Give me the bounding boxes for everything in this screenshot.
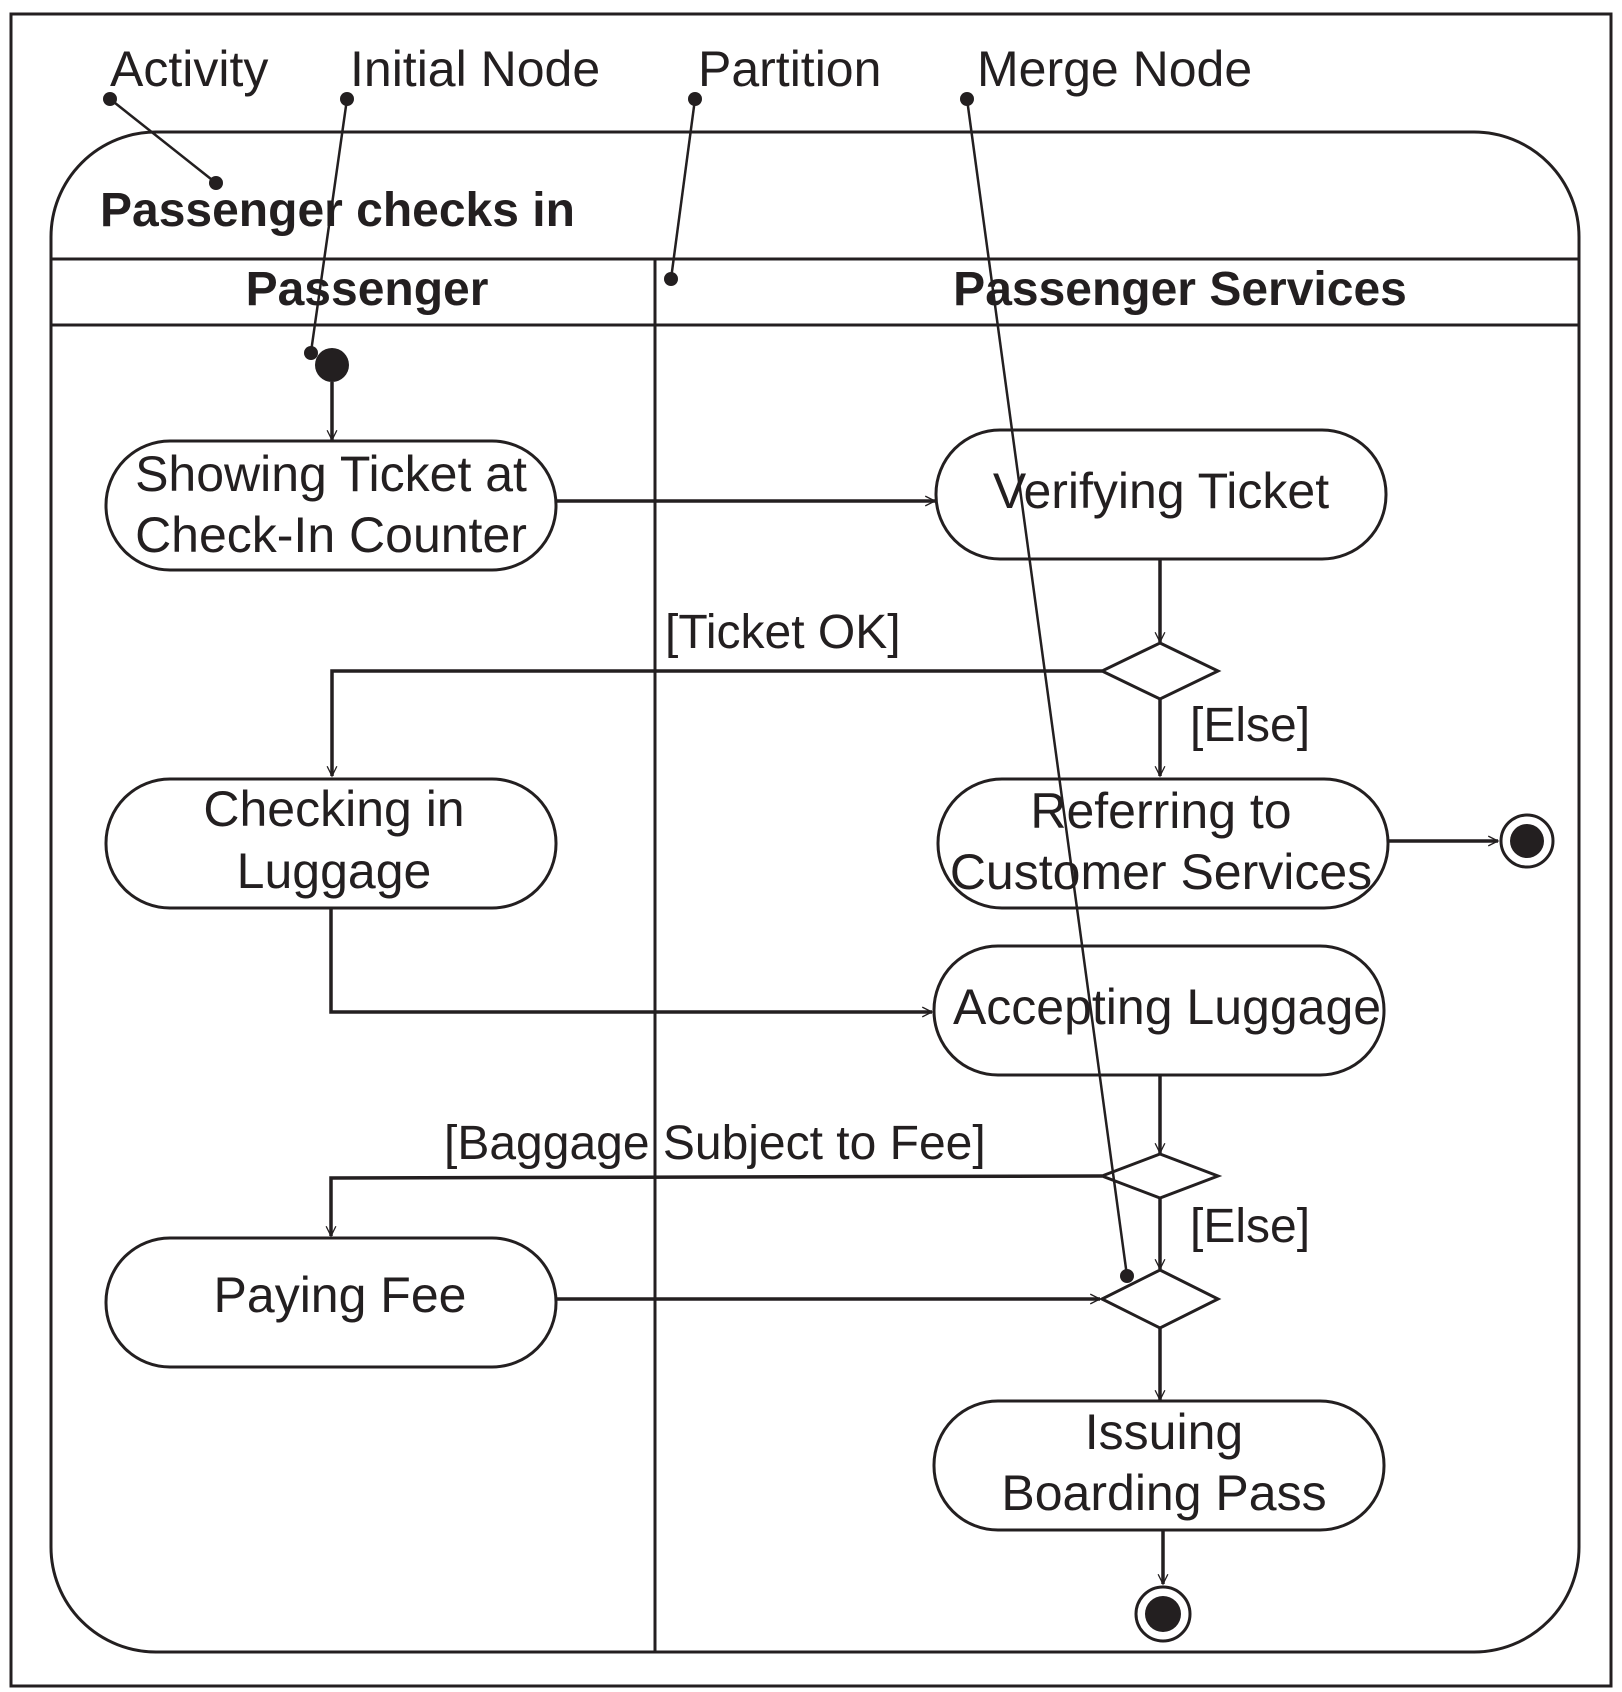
decision-node-ticket	[1098, 641, 1222, 701]
action-referring-line1: Referring to	[1030, 783, 1291, 839]
callout-merge-node: Merge Node	[977, 41, 1252, 97]
initial-node	[315, 348, 349, 382]
callout-initial-node: Initial Node	[350, 41, 600, 97]
action-verifying-ticket-label: Verifying Ticket	[993, 463, 1329, 519]
action-issuing-pass-line2: Boarding Pass	[1001, 1465, 1326, 1521]
pointer-initial-node	[304, 92, 354, 360]
outer-frame	[9, 12, 1613, 1688]
action-checking-luggage-line1: Checking in	[203, 781, 464, 837]
callout-partition: Partition	[698, 41, 881, 97]
merge-node	[1098, 1268, 1222, 1330]
guard-baggage-fee: [Baggage Subject to Fee]	[444, 1117, 986, 1170]
action-issuing-pass	[932, 1399, 1386, 1532]
lane-passenger: Passenger	[246, 263, 489, 316]
guard-else-1: [Else]	[1190, 699, 1310, 752]
activity-final-node	[1134, 1585, 1192, 1643]
flow-ticket-ok-to-checking	[326, 669, 1102, 778]
lane-passenger-services: Passenger Services	[953, 263, 1407, 316]
action-showing-ticket-line2: Check-In Counter	[135, 507, 527, 563]
activity-frame	[49, 130, 1581, 1654]
action-paying-fee	[104, 1236, 558, 1369]
activity-final-node-referring	[1499, 813, 1555, 869]
activity-title: Passenger checks in	[100, 184, 575, 237]
guard-else-2: [Else]	[1190, 1200, 1310, 1253]
guard-ticket-ok: [Ticket OK]	[665, 606, 901, 659]
action-paying-fee-label: Paying Fee	[214, 1267, 467, 1323]
action-showing-ticket-line1: Showing Ticket at	[135, 446, 527, 502]
pointer-merge-node	[960, 92, 1134, 1283]
flow-checking-to-accepting	[329, 908, 934, 1018]
action-referring-line2: Customer Services	[950, 844, 1372, 900]
pointer-activity	[103, 92, 223, 190]
action-accepting-luggage-label: Accepting Luggage	[953, 979, 1381, 1035]
action-issuing-pass-line1: Issuing	[1085, 1404, 1243, 1460]
action-checking-luggage-line2: Luggage	[237, 843, 432, 899]
callout-activity: Activity	[110, 41, 268, 97]
flow-fee-to-paying	[325, 1174, 1103, 1238]
decision-node-baggage	[1097, 1152, 1223, 1200]
pointer-partition	[664, 92, 702, 286]
action-showing-ticket	[104, 439, 558, 572]
action-referring	[936, 777, 1390, 910]
